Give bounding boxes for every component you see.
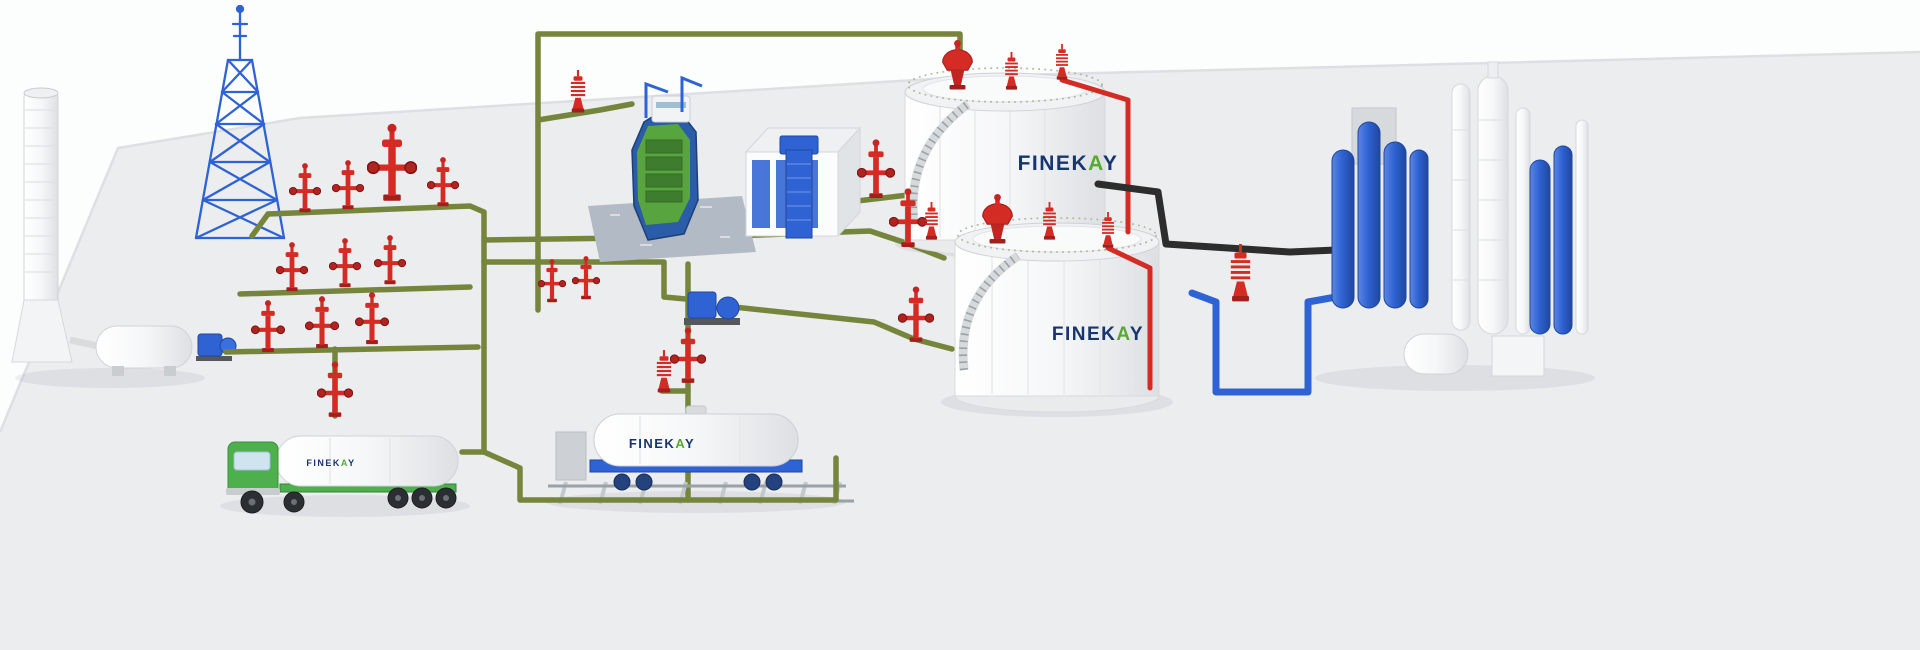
- pipeline-black: [1094, 180, 1340, 256]
- cargo-ship: [631, 75, 703, 241]
- column-blue: [1331, 149, 1355, 309]
- brand-logo-truck: FINEKAY: [306, 458, 355, 468]
- loading-platform: [555, 431, 587, 481]
- loading-crane-icon: [644, 75, 703, 118]
- storage-tank-lower: FINEKAY: [954, 217, 1160, 413]
- tank-railing: [907, 67, 1103, 103]
- brand-logo-railcar: FINEKAY: [629, 436, 695, 451]
- loading-jetty: [588, 75, 756, 262]
- comm-tower: [194, 4, 286, 240]
- flare-stack-skirt: [11, 299, 73, 363]
- process-pump: [684, 291, 740, 325]
- loading-loop-pipe: [481, 449, 839, 503]
- tanker-truck: FINEKAY: [226, 435, 459, 514]
- column-blue: [1529, 159, 1551, 335]
- column-blue: [1357, 121, 1381, 309]
- flare-stack: [11, 87, 237, 376]
- column-blue: [1553, 145, 1573, 335]
- gas-processing-unit: [1331, 61, 1589, 377]
- truck-tank: [275, 435, 459, 487]
- truck-cab: [226, 441, 280, 495]
- skid-drum: [1403, 333, 1469, 375]
- brand-logo-tank-upper: FINEKAY: [1018, 152, 1119, 175]
- transfer-pump-left: [196, 333, 237, 361]
- dock-building: [744, 126, 862, 239]
- skid-box: [1491, 335, 1545, 377]
- column-white: [1451, 83, 1471, 331]
- cab-window: [233, 451, 271, 471]
- tank-railing: [957, 217, 1157, 253]
- ship-bridge: [651, 95, 691, 123]
- pipeline-blue: [1188, 289, 1340, 396]
- column-white: [1515, 107, 1531, 335]
- railcar-tank: [593, 413, 799, 467]
- bucket-elevator: [779, 135, 819, 239]
- column-white: [1575, 119, 1589, 335]
- separator-drum: [95, 325, 193, 369]
- brand-logo-tank-lower: FINEKAY: [1052, 324, 1144, 345]
- column-blue: [1409, 149, 1429, 309]
- column-white: [1477, 75, 1509, 335]
- column-blue: [1383, 141, 1407, 309]
- antenna-icon: [235, 4, 245, 14]
